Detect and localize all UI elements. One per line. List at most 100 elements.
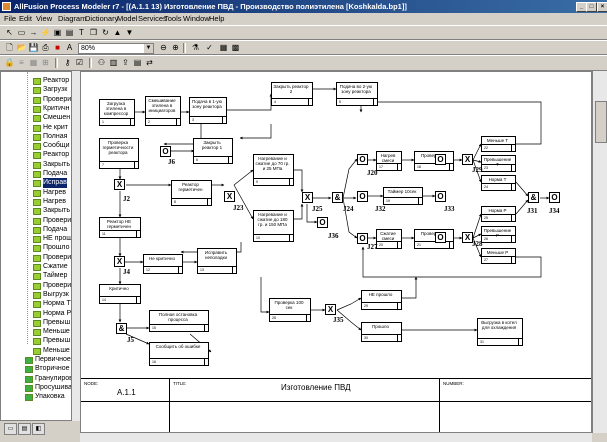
menu-services[interactable]: Services	[138, 14, 167, 23]
go-up-icon[interactable]: ▲	[113, 28, 122, 37]
junction-and[interactable]: &	[116, 323, 127, 334]
model-explorer-icon[interactable]: ⚗	[191, 43, 200, 52]
lock-icon[interactable]: 🔒	[4, 58, 15, 67]
chart-icon[interactable]: ▥	[109, 58, 118, 67]
go-to-sibling-icon[interactable]: ❒	[89, 28, 98, 37]
diagram-icon[interactable]: ▤	[133, 58, 142, 67]
color-icon[interactable]: ■	[55, 43, 60, 52]
menu-dictionary[interactable]: Dictionary	[85, 14, 119, 23]
junction-xor[interactable]: X	[462, 154, 473, 165]
squiggle-tool-icon[interactable]: ⚡	[40, 28, 51, 37]
rotate-icon[interactable]: ↻	[102, 28, 109, 37]
tab-data-icon[interactable]: ▤	[18, 423, 31, 435]
check-icon[interactable]: ☑	[75, 58, 84, 67]
junction-xor[interactable]: X	[114, 256, 125, 267]
junction-or[interactable]: O	[435, 191, 446, 202]
close-button[interactable]: ×	[597, 2, 607, 12]
save-icon[interactable]: 💾	[28, 43, 39, 52]
junction-or[interactable]: O	[549, 192, 560, 203]
pointer-tool-icon[interactable]: ↖	[6, 28, 13, 37]
menu-edit[interactable]: Edit	[19, 14, 32, 23]
menu-window[interactable]: Window	[183, 14, 210, 23]
activity-box-tool-icon[interactable]: ▭	[17, 28, 26, 37]
junction-and[interactable]: &	[528, 192, 539, 203]
tab-activities-icon[interactable]: ▭	[4, 423, 17, 435]
junction-or[interactable]: O	[435, 154, 446, 165]
menu-help[interactable]: Help	[209, 14, 225, 23]
activity-box[interactable]: Нагревание и сжатие до 180 гр. и 150 МПа…	[253, 210, 294, 242]
junction-and[interactable]: &	[332, 192, 343, 203]
referent-tool-icon[interactable]: ▣	[53, 28, 62, 37]
grid-icon[interactable]: ▦	[29, 58, 38, 67]
junction-or[interactable]: O	[357, 154, 368, 165]
chevron-down-icon[interactable]: ▼	[144, 44, 153, 53]
font-icon[interactable]: A	[66, 43, 73, 52]
report-icon[interactable]: ▦	[219, 43, 228, 52]
junction-or[interactable]: O	[317, 217, 328, 228]
text-tool-icon[interactable]: T	[79, 28, 84, 37]
link-icon[interactable]: ⇄	[146, 58, 153, 67]
group-icon[interactable]: ⚇	[97, 58, 106, 67]
export-icon[interactable]: ⇪	[122, 58, 129, 67]
menu-tools[interactable]: Tools	[164, 14, 182, 23]
junction-xor[interactable]: X	[325, 304, 336, 315]
maximize-button[interactable]: □	[586, 2, 597, 12]
horizontal-scrollbar[interactable]	[80, 433, 592, 442]
align-icon[interactable]: ≡	[19, 58, 24, 67]
junction-xor[interactable]: X	[302, 192, 313, 203]
zoom-combo[interactable]: 80% ▼	[78, 43, 154, 54]
print-icon[interactable]: ⎙	[42, 43, 49, 52]
junction-or[interactable]: O	[160, 146, 171, 157]
junction-xor[interactable]: X	[224, 191, 235, 202]
zoom-in-icon[interactable]: ⊕	[172, 43, 179, 52]
junction-tool-icon[interactable]: ▤	[65, 28, 74, 37]
key-icon[interactable]: ⚷	[64, 58, 71, 67]
spell-check-icon[interactable]: ✓	[206, 43, 213, 52]
junction-or[interactable]: O	[357, 233, 368, 244]
junction-xor[interactable]: X	[462, 232, 473, 243]
menu-model[interactable]: Model	[117, 14, 138, 23]
scrollbar-thumb[interactable]	[595, 101, 607, 143]
tab-objects-icon[interactable]: ◧	[32, 423, 45, 435]
precedence-arrow-tool-icon[interactable]: →	[29, 28, 38, 37]
zoom-out-icon[interactable]: ⊖	[160, 43, 167, 52]
junction-or[interactable]: O	[357, 191, 368, 202]
menu-diagram[interactable]: Diagram	[58, 14, 87, 23]
junction-or[interactable]: O	[435, 232, 446, 243]
go-down-icon[interactable]: ▼	[125, 28, 134, 37]
menu-view[interactable]: View	[36, 14, 53, 23]
open-icon[interactable]: 📂	[16, 43, 27, 52]
